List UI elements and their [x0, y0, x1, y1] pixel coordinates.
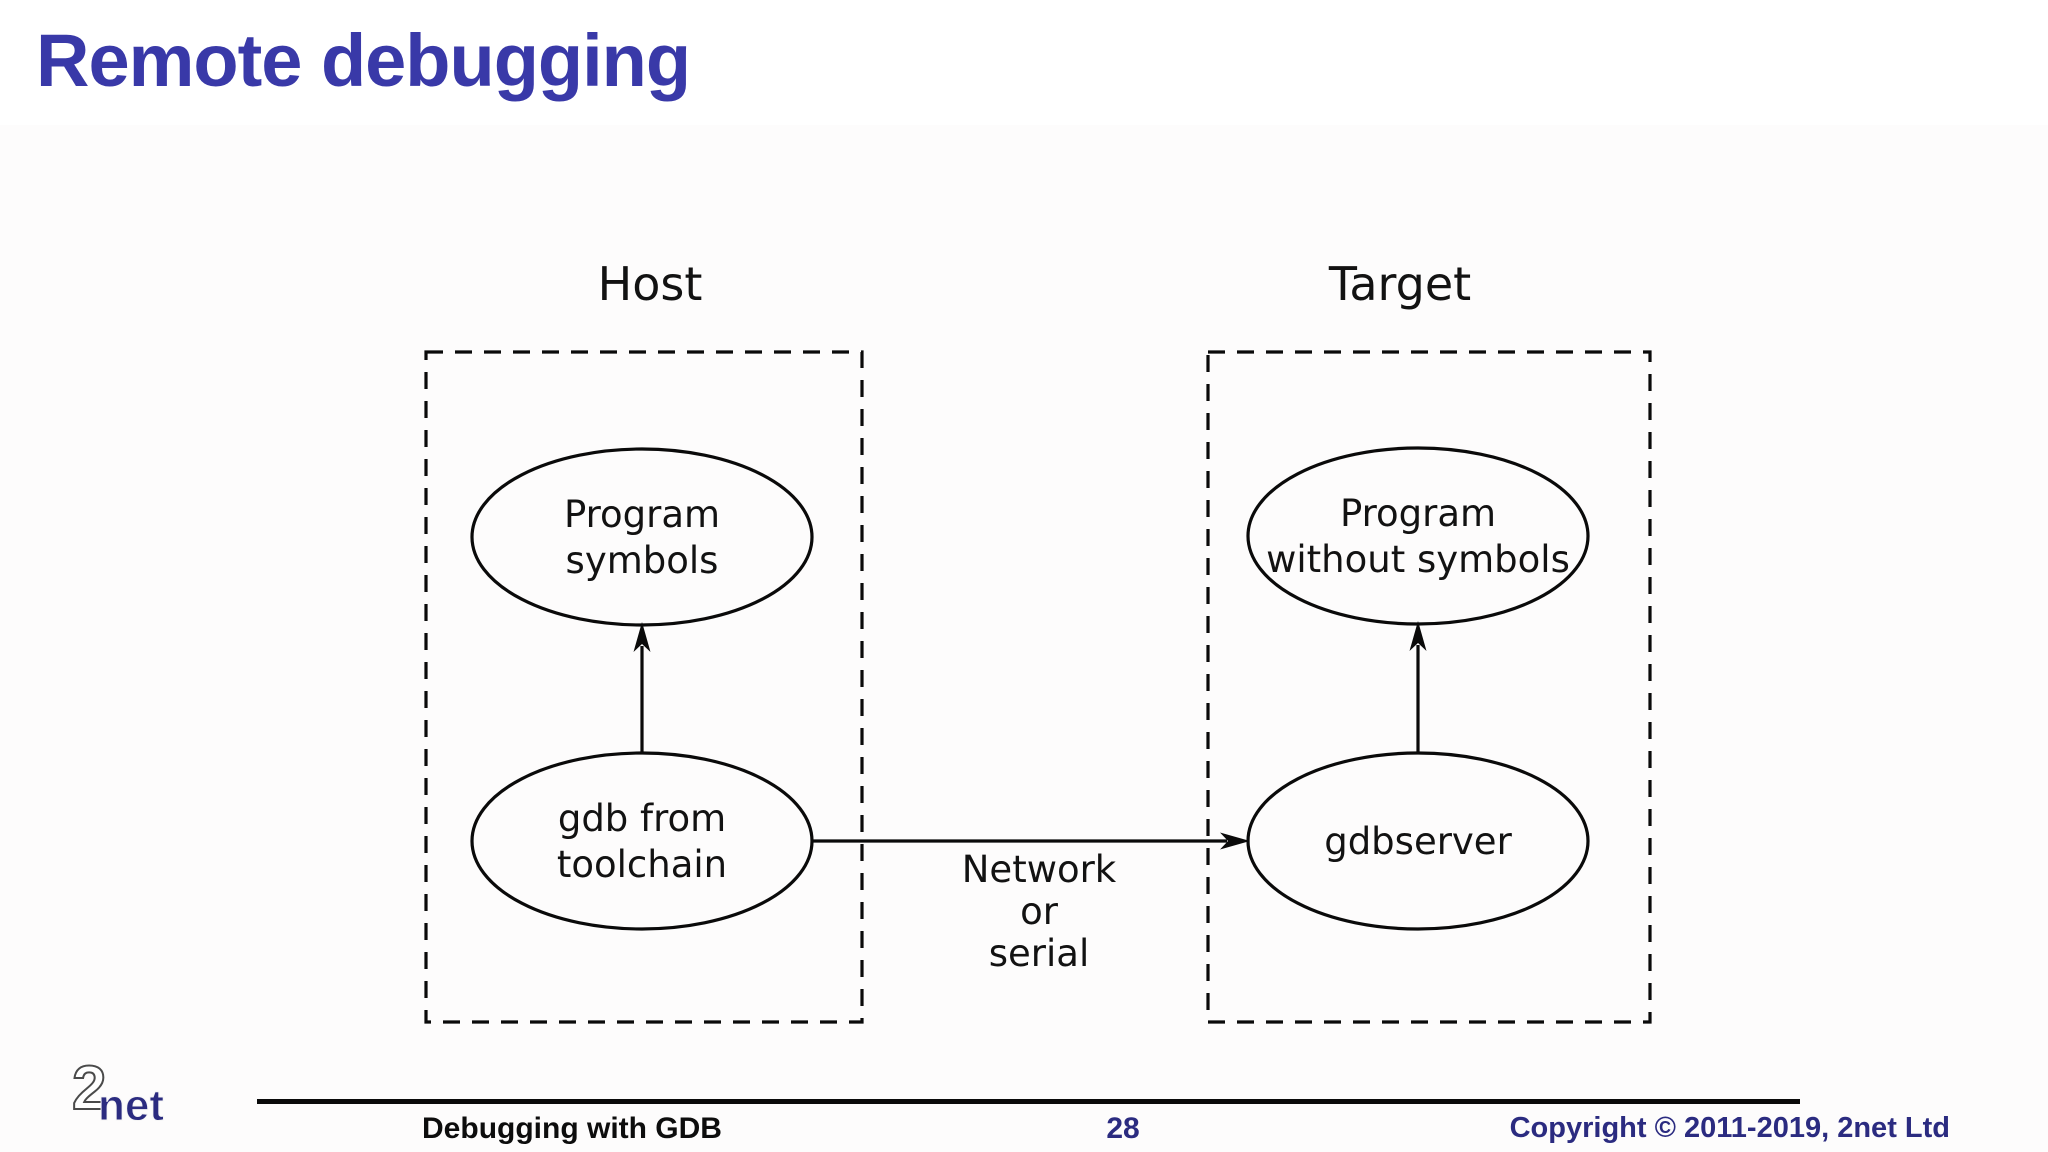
target-zone-box: [1206, 350, 1652, 1024]
arrow-gdb-to-symbols: [633, 622, 651, 752]
program-symbols-label-line2: symbols: [566, 539, 719, 582]
connection-label-line2: or: [1020, 890, 1059, 933]
program-symbols-node: [470, 447, 814, 627]
program-symbols-label-line1: Program: [564, 493, 720, 536]
2net-logo-wordmark: net: [98, 1081, 165, 1130]
arrow-gdbserver-to-program: [1409, 621, 1427, 752]
gdb-from-toolchain-node: [470, 751, 814, 931]
gdb-from-toolchain-label-line1: gdb from: [558, 797, 726, 840]
program-without-symbols-label-line1: Program: [1340, 492, 1496, 535]
connection-label-line1: Network: [962, 848, 1117, 891]
target-zone-label: Target: [1328, 257, 1471, 311]
2net-logo-numeral: 2: [71, 1054, 108, 1123]
footer-divider-line: [257, 1099, 1800, 1104]
footer-doc-title: Debugging with GDB: [422, 1112, 722, 1145]
footer-page-number: 28: [1106, 1112, 1140, 1145]
2net-logo: 2 net: [71, 1054, 192, 1148]
host-zone-box: [424, 350, 864, 1024]
slide-title: Remote debugging: [36, 19, 691, 102]
gdbserver-label: gdbserver: [1324, 820, 1512, 863]
arrow-gdb-to-gdbserver: [812, 832, 1250, 850]
program-without-symbols-label-line2: without symbols: [1266, 538, 1570, 581]
program-without-symbols-node: [1246, 446, 1590, 626]
gdb-from-toolchain-label-line2: toolchain: [557, 843, 727, 886]
footer-copyright: Copyright © 2011-2019, 2net Ltd: [1509, 1112, 1950, 1144]
host-zone-label: Host: [598, 257, 703, 311]
connection-label-line3: serial: [989, 932, 1090, 975]
